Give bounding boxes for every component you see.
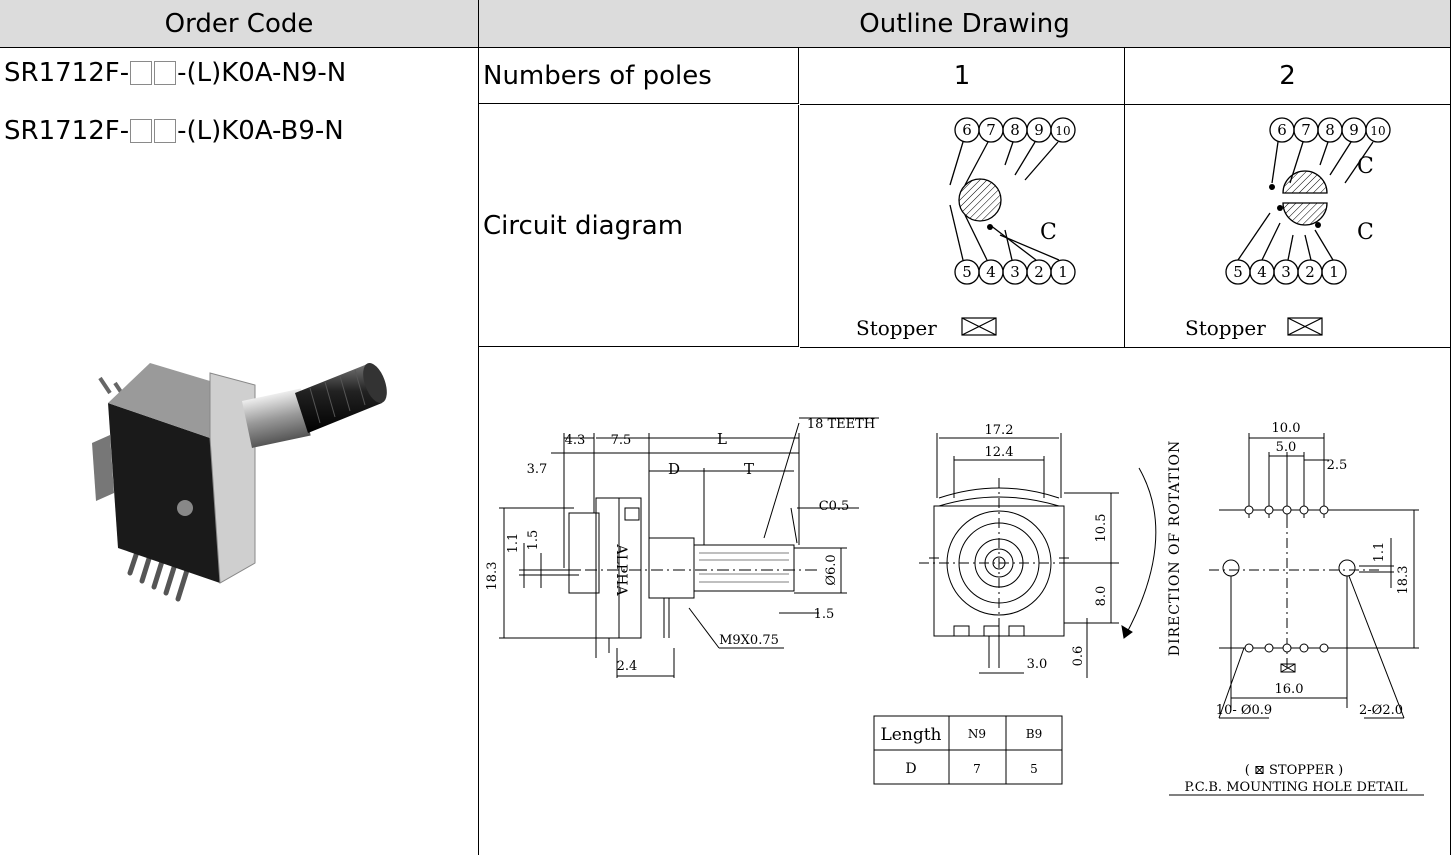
circuit2-common-top: C (1357, 154, 1374, 179)
poles-two-value: 2 (1279, 61, 1296, 91)
circuit2-num-4: 4 (1257, 263, 1267, 281)
dim-10-0: 10.0 (1272, 421, 1301, 436)
circuit1-num-1: 1 (1058, 263, 1068, 281)
circuit1-num-2: 2 (1034, 263, 1044, 281)
length-table-header-n9: N9 (968, 727, 986, 741)
length-table-n9-value: 7 (973, 762, 981, 776)
circuit-label-cell: Circuit diagram (479, 105, 799, 347)
product-photo (92, 362, 387, 602)
circuit2-num-8: 8 (1325, 121, 1335, 139)
circuit2-num-1: 1 (1329, 263, 1339, 281)
dim-18-teeth: 18 TEETH (807, 417, 875, 432)
poles-one-value: 1 (953, 61, 971, 91)
circuit2-stopper-label: Stopper (1185, 316, 1266, 340)
holes-large-label: 2-Ø2.0 (1359, 703, 1403, 718)
circuit1-num-3: 3 (1010, 263, 1020, 281)
alpha-brand: ALPHA (613, 543, 629, 596)
circuit1-num-9: 9 (1034, 121, 1044, 139)
stopper-icon (961, 317, 997, 336)
outline-drawing-cell: 4.3 7.5 L 18 TEETH 3.7 D T C0.5 1.1 1.5 … (479, 348, 1451, 855)
dim-7-5: 7.5 (611, 433, 632, 448)
stopper-note: ( ⊠ STOPPER ) (1245, 763, 1343, 778)
circuit1-common: C (1040, 220, 1057, 245)
holes-small-label: 10- Ø0.9 (1216, 703, 1272, 718)
circuit1-num-6: 6 (962, 121, 972, 139)
circuit1-num-4: 4 (986, 263, 996, 281)
dim-0-6: 0.6 (1071, 646, 1086, 667)
circuit1-num-7: 7 (986, 121, 996, 139)
dim-8-0: 8.0 (1094, 586, 1109, 607)
order-code-1-suffix: -(L)K0A-N9-N (177, 58, 347, 88)
order-code-2-suffix: -(L)K0A-B9-N (177, 116, 344, 146)
circuit-label: Circuit diagram (483, 210, 684, 241)
length-table-b9-value: 5 (1030, 762, 1038, 776)
poles-label-cell: Numbers of poles (479, 48, 799, 104)
circuit2-num-5: 5 (1233, 263, 1243, 281)
circuit2-num-3: 3 (1281, 263, 1291, 281)
circuit2-num-6: 6 (1277, 121, 1287, 139)
circuit-diagram-one-pole: 6 7 8 9 10 5 4 3 2 1 C Stopper (856, 117, 1076, 340)
dim-1-1-pcb: 1.1 (1372, 542, 1387, 563)
outline-drawing: 4.3 7.5 L 18 TEETH 3.7 D T C0.5 1.1 1.5 … (485, 417, 1424, 796)
poles-label: Numbers of poles (483, 60, 712, 91)
order-code-line-2: SR1712F- -(L)K0A-B9-N (4, 116, 344, 146)
dim-10-5: 10.5 (1094, 514, 1109, 543)
dim-T: T (744, 460, 754, 478)
dim-16-0: 16.0 (1275, 682, 1304, 697)
circuit-two-pole-cell: 6 7 8 9 10 5 4 3 2 1 C C Stopper (1125, 105, 1451, 348)
dim-4-3: 4.3 (565, 433, 586, 448)
order-code-header: Order Code (0, 0, 479, 48)
length-table-header-length: Length (881, 725, 942, 745)
dim-m9x0-75: M9X0.75 (719, 633, 779, 648)
dim-1-5-shaft: 1.5 (814, 607, 835, 622)
dim-3-0: 3.0 (1027, 657, 1048, 672)
poles-one-cell: 1 (800, 48, 1125, 105)
dim-3-7: 3.7 (527, 462, 548, 477)
code-placeholder-box (154, 119, 177, 143)
circuit2-num-2: 2 (1305, 263, 1315, 281)
dim-17-2: 17.2 (985, 423, 1014, 438)
circuit1-stopper-label: Stopper (856, 316, 937, 340)
poles-two-cell: 2 (1125, 48, 1451, 105)
stopper-icon (1280, 663, 1296, 673)
order-code-header-label: Order Code (164, 8, 314, 39)
circuit1-num-5: 5 (962, 263, 972, 281)
dim-18-3-pcb: 18.3 (1396, 566, 1411, 595)
dim-5-0: 5.0 (1276, 440, 1297, 455)
dim-18-3-side: 18.3 (485, 562, 500, 591)
code-placeholder-box (130, 119, 153, 143)
circuit2-num-10: 10 (1370, 124, 1385, 138)
circuit2-common-bottom: C (1357, 220, 1374, 245)
rotation-direction-label: DIRECTION OF ROTATION (1167, 440, 1183, 656)
outline-drawing-header: Outline Drawing (479, 0, 1451, 48)
stopper-icon (1287, 317, 1323, 336)
order-code-2-prefix: SR1712F- (4, 116, 130, 146)
dim-12-4: 12.4 (985, 445, 1014, 460)
length-table-row-d: D (905, 761, 916, 777)
circuit-one-pole-cell: 6 7 8 9 10 5 4 3 2 1 C Stopper (800, 105, 1125, 348)
pcb-detail-title: P.C.B. MOUNTING HOLE DETAIL (1185, 780, 1408, 795)
dim-dia-6: Ø6.0 (824, 554, 839, 585)
dim-D: D (668, 460, 680, 478)
dim-1-5-side: 1.5 (526, 530, 541, 551)
dim-L: L (717, 430, 727, 448)
length-table-header-b9: B9 (1026, 727, 1042, 741)
order-code-line-1: SR1712F- -(L)K0A-N9-N (4, 58, 346, 88)
dim-c0-5: C0.5 (819, 499, 850, 514)
circuit2-num-9: 9 (1349, 121, 1359, 139)
circuit-diagram-two-pole: 6 7 8 9 10 5 4 3 2 1 C C Stopper (1185, 117, 1391, 340)
dim-2-5: 2.5 (1327, 458, 1348, 473)
outline-drawing-header-label: Outline Drawing (859, 8, 1070, 39)
circuit2-num-7: 7 (1301, 121, 1311, 139)
dim-2-4: 2.4 (617, 659, 638, 674)
code-placeholder-box (130, 61, 153, 85)
circuit1-num-10: 10 (1055, 124, 1070, 138)
order-code-column: SR1712F- -(L)K0A-N9-N SR1712F- -(L)K0A-B… (0, 48, 479, 855)
dim-1-1-side: 1.1 (506, 533, 521, 554)
code-placeholder-box (154, 61, 177, 85)
order-code-1-prefix: SR1712F- (4, 58, 130, 88)
circuit1-num-8: 8 (1010, 121, 1020, 139)
